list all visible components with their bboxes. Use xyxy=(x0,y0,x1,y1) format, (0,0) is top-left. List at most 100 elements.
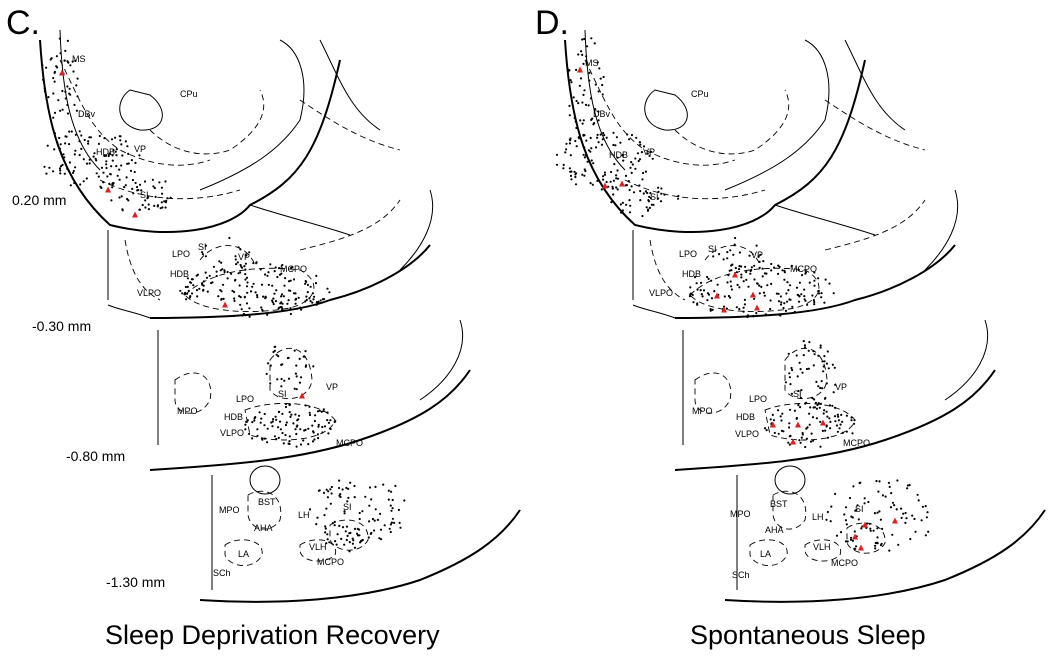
cell-dot xyxy=(750,268,753,272)
cell-dot xyxy=(223,270,226,274)
cell-dot xyxy=(153,204,156,207)
cell-dot xyxy=(852,422,856,425)
cell-dot xyxy=(738,251,741,254)
cell-dot xyxy=(859,481,862,484)
cell-dot xyxy=(317,437,320,440)
cell-dot xyxy=(902,512,905,515)
cell-dot xyxy=(151,178,154,181)
cell-dot xyxy=(233,279,237,282)
cell-dot xyxy=(119,139,122,142)
atlas-drawing-d: MS DBv HDB VP SI CPu LPO SI VP HDB MCPO … xyxy=(555,29,1046,603)
cell-dot xyxy=(220,261,223,264)
cell-dot xyxy=(856,504,859,507)
cell-dot xyxy=(41,64,44,67)
cell-dot xyxy=(131,178,134,182)
cell-dot xyxy=(245,276,249,279)
cell-dot xyxy=(925,516,928,519)
cell-dot xyxy=(289,415,292,418)
cell-dot xyxy=(603,134,606,137)
cell-dot xyxy=(745,270,748,274)
cell-dot xyxy=(570,178,573,181)
cell-dot xyxy=(876,527,879,530)
cell-dot xyxy=(803,288,806,291)
cell-dot xyxy=(390,521,393,524)
cell-dot xyxy=(809,440,813,443)
cell-dot xyxy=(69,93,72,96)
cell-dot xyxy=(294,292,297,295)
label-lpo: LPO xyxy=(172,249,190,259)
cell-dot xyxy=(294,372,297,375)
cell-dot xyxy=(152,185,155,188)
cell-dot xyxy=(817,277,820,280)
cell-dot xyxy=(615,174,618,177)
cell-dot xyxy=(263,437,266,440)
label-vlh: VLH xyxy=(813,542,831,552)
cell-dot xyxy=(780,419,783,422)
label-dbv: DBv xyxy=(78,109,96,119)
cell-dot xyxy=(832,292,835,295)
cell-dot xyxy=(313,438,316,441)
section-outline xyxy=(724,509,1046,603)
cell-dot xyxy=(569,174,573,177)
cell-dot xyxy=(779,295,782,298)
tract xyxy=(774,204,876,236)
cell-dot xyxy=(924,505,927,508)
cell-dot xyxy=(273,345,276,348)
cell-dot xyxy=(74,59,77,63)
cell-dot xyxy=(836,430,839,433)
cell-dot xyxy=(829,427,832,430)
cell-dot xyxy=(815,380,818,383)
cell-dot xyxy=(260,283,264,286)
cell-dot xyxy=(813,271,816,274)
cell-dot xyxy=(248,315,251,318)
cell-dot xyxy=(119,135,122,138)
cell-dot xyxy=(825,518,828,521)
fornix-outline xyxy=(774,465,806,495)
cell-dot xyxy=(735,306,738,309)
cell-dot xyxy=(156,205,159,208)
level-label: 0.20 mm xyxy=(12,192,67,208)
cell-dot xyxy=(73,181,76,185)
cell-dot xyxy=(333,420,336,424)
cell-dot xyxy=(218,260,221,263)
cell-dot xyxy=(828,282,831,285)
cell-dot xyxy=(345,525,349,528)
cell-dot xyxy=(584,154,587,157)
cell-dot xyxy=(574,120,577,123)
cell-dot xyxy=(315,274,318,277)
label-vp: VP xyxy=(643,147,655,157)
cell-dot xyxy=(646,152,649,155)
cell-dot xyxy=(777,432,780,435)
cell-dot xyxy=(827,367,830,370)
label-ms: MS xyxy=(585,58,599,68)
aca-outline xyxy=(119,89,163,131)
midline xyxy=(107,230,151,319)
cell-dot xyxy=(278,267,281,270)
cell-dot xyxy=(245,302,249,305)
cell-dot xyxy=(322,408,325,411)
cell-dot xyxy=(317,423,320,426)
cell-dot xyxy=(311,424,314,427)
cell-dot xyxy=(154,195,157,198)
cell-dot xyxy=(585,55,588,58)
cell-dot xyxy=(298,381,302,384)
cell-dot xyxy=(163,200,166,203)
cell-dot xyxy=(237,272,240,275)
cell-dot xyxy=(644,170,647,173)
label-sch: SCh xyxy=(213,568,231,578)
cell-dot xyxy=(755,244,758,247)
cell-dot xyxy=(740,273,743,276)
cell-dot xyxy=(238,295,241,298)
cell-dot xyxy=(192,284,195,287)
cell-dot xyxy=(343,543,346,546)
cell-dot xyxy=(288,435,291,438)
cell-dot xyxy=(292,422,295,425)
cell-dot xyxy=(822,365,825,368)
cell-dot xyxy=(345,538,348,542)
cell-dot xyxy=(799,406,802,409)
cell-dot xyxy=(605,136,608,139)
cell-dot xyxy=(825,362,828,365)
cell-dot xyxy=(43,90,47,93)
cell-dot xyxy=(888,485,891,488)
cell-dot xyxy=(692,301,695,304)
